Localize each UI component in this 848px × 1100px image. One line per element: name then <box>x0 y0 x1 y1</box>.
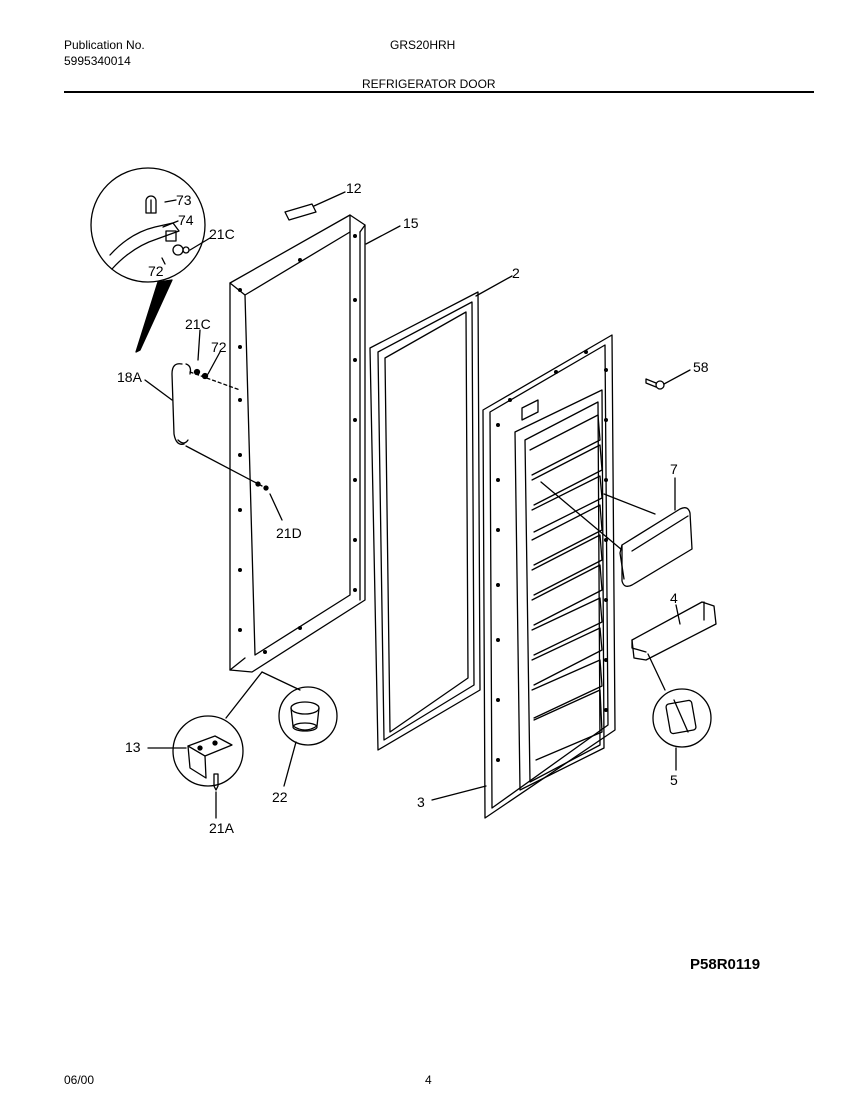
model-number: GRS20HRH <box>390 38 456 52</box>
part-label-13: 13 <box>125 739 141 755</box>
part-label-72: 72 <box>211 339 227 355</box>
part-label-73: 73 <box>176 192 192 208</box>
header-rule <box>64 91 814 93</box>
part-label-21c-detail: 21C <box>209 226 235 242</box>
part-label-12: 12 <box>346 180 362 196</box>
part-label-21d: 21D <box>276 525 302 541</box>
part-label-22: 22 <box>272 789 288 805</box>
part-label-5: 5 <box>670 772 678 788</box>
hinge-detail-inset <box>90 167 211 353</box>
outer-door-panel <box>229 214 366 673</box>
diagram-code: P58R0119 <box>690 956 761 973</box>
publication-number: 5995340014 <box>64 54 131 68</box>
bottom-hinge-detail <box>147 671 301 819</box>
bushing-detail <box>278 686 338 787</box>
part-label-21a: 21A <box>209 820 234 836</box>
part-label-72-detail: 72 <box>148 263 164 279</box>
part-label-2: 2 <box>512 265 520 281</box>
part-label-18a: 18A <box>117 369 142 385</box>
part-label-4: 4 <box>670 590 678 606</box>
screw <box>645 369 691 390</box>
part-label-7: 7 <box>670 461 678 477</box>
inner-door-liner <box>482 334 616 819</box>
door-handle <box>144 329 283 521</box>
page-number: 4 <box>425 1073 432 1087</box>
part-label-74: 74 <box>178 212 194 228</box>
door-gasket <box>369 291 481 751</box>
section-title: REFRIGERATOR DOOR <box>362 77 496 91</box>
part-label-58: 58 <box>693 359 709 375</box>
part-label-15: 15 <box>403 215 419 231</box>
part-label-21c: 21C <box>185 316 211 332</box>
publication-label: Publication No. <box>64 38 145 52</box>
footer-date: 06/00 <box>64 1073 95 1087</box>
liner-shelves <box>529 414 603 761</box>
dairy-door <box>540 477 693 587</box>
part-label-3: 3 <box>417 794 425 810</box>
nameplate <box>284 203 317 221</box>
shelf-bin <box>631 601 717 691</box>
bin-end-cap-detail <box>652 688 712 771</box>
